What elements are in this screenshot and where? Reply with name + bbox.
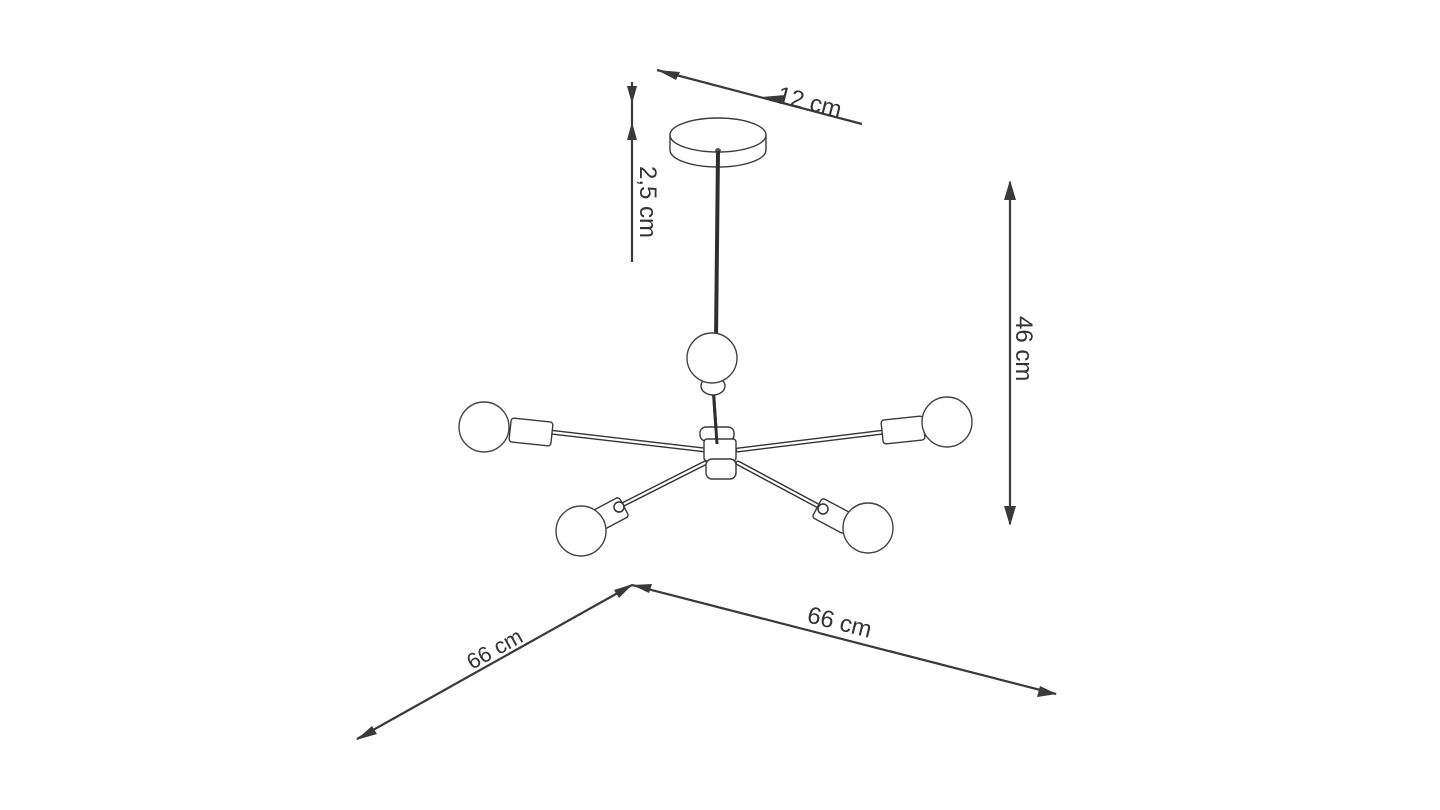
arrowhead-icon [1037,686,1057,697]
canopy-diameter-dimension: 12 cm [656,68,863,126]
width-left-dimension: 66 cm [356,584,633,740]
width-left-label: 66 cm [462,623,527,674]
arrowhead-icon [1004,506,1016,526]
arrowhead-icon [632,584,652,593]
canopy-height-dimension: 2,5 cm [627,82,661,262]
width-right-dimension: 66 cm [631,583,1057,697]
bulb-top [686,332,738,396]
arrowhead-icon [657,70,680,80]
bulb-left [458,401,554,453]
arrowhead-icon [614,584,633,598]
central-hub [699,384,737,480]
bulb-lower-right [812,498,894,554]
suspension-rod [714,150,720,341]
arrowhead-icon [627,86,637,104]
arms [547,429,887,511]
canopy-diameter-label: 12 cm [775,82,845,124]
arrowhead-icon [356,726,377,740]
height-dimension: 46 cm [1004,180,1037,526]
bulb-right [880,396,973,448]
arrowhead-icon [1004,180,1016,200]
bulb-lower-left [555,497,629,557]
canopy-height-label: 2,5 cm [634,166,661,238]
arrowhead-icon [627,122,637,140]
height-label: 46 cm [1010,316,1037,381]
arrowhead-icon [762,95,785,104]
